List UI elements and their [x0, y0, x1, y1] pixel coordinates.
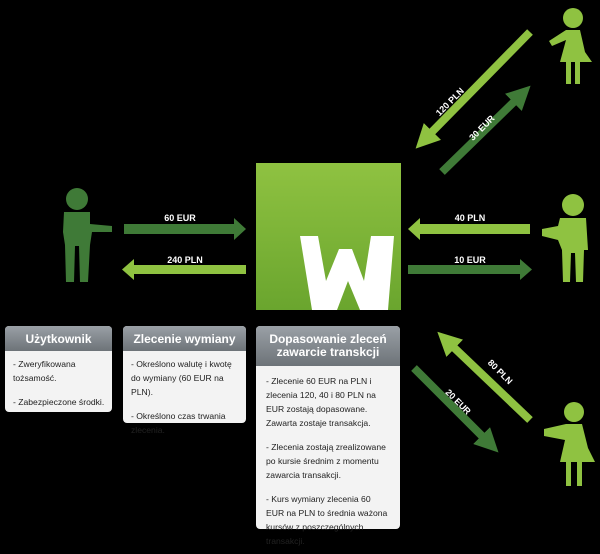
label-man-to-w: 40 PLN — [455, 213, 486, 223]
flow-diagram: 60 EUR 240 PLN 40 PLN 10 EUR 120 PLN 30 … — [63, 8, 595, 486]
label-w-to-user: 240 PLN — [167, 255, 203, 265]
arrow-w-to-user — [122, 259, 246, 280]
arrow-man-to-w — [408, 218, 530, 240]
counterparty-woman-top-icon — [549, 8, 592, 84]
match-info-title: Dopasowanie zleceń zawarcie transkcji — [256, 326, 400, 366]
user-info-body: - Zweryfikowana tożsamość. - Zabezpieczo… — [5, 351, 112, 415]
arrow-w-to-woman-top — [439, 85, 531, 175]
w-logo-icon — [300, 236, 394, 310]
order-info-item: - Określono czas trwania zlecenia. — [131, 411, 226, 435]
match-info-body: - Zlecenie 60 EUR na PLN i zlecenia 120,… — [256, 366, 400, 554]
order-info-title: Zlecenie wymiany — [123, 326, 246, 351]
user-info-box: Użytkownik - Zweryfikowana tożsamość. - … — [5, 326, 112, 412]
match-info-item: - Kurs wymiany zlecenia 60 EUR na PLN to… — [266, 494, 388, 546]
match-info-item: - Zlecenia zostają zrealizowane po kursi… — [266, 442, 386, 480]
match-info-box: Dopasowanie zleceń zawarcie transkcji - … — [256, 326, 400, 546]
user-person-icon — [63, 188, 112, 282]
user-info-item: - Zabezpieczone środki. — [13, 397, 105, 407]
label-user-to-w: 60 EUR — [164, 213, 196, 223]
arrow-w-to-man — [408, 259, 532, 280]
user-info-title: Użytkownik — [5, 326, 112, 351]
order-info-body: - Określono walutę i kwotę do wymiany (6… — [123, 351, 246, 443]
user-info-item: - Zweryfikowana tożsamość. — [13, 359, 76, 383]
counterparty-man-icon — [542, 194, 588, 282]
arrow-woman-top-to-w — [415, 29, 533, 149]
exchange-logo — [256, 163, 401, 310]
label-w-to-man: 10 EUR — [454, 255, 486, 265]
match-info-item: - Zlecenie 60 EUR na PLN i zlecenia 120,… — [266, 376, 376, 428]
arrow-w-to-woman-bottom — [411, 365, 499, 453]
order-info-box: Zlecenie wymiany - Określono walutę i kw… — [123, 326, 246, 435]
arrow-woman-bottom-to-w — [437, 331, 533, 423]
counterparty-woman-bottom-icon — [544, 402, 595, 486]
arrow-user-to-w — [124, 218, 246, 240]
order-info-item: - Określono walutę i kwotę do wymiany (6… — [131, 359, 232, 397]
